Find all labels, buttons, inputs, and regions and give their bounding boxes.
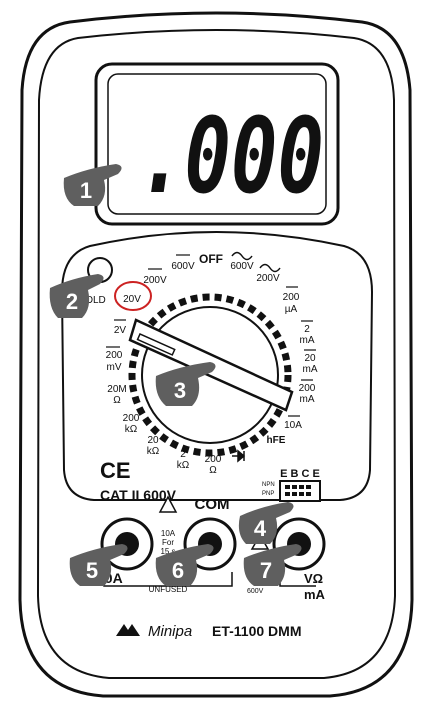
diode-icon xyxy=(232,449,246,463)
brand-bar: Minipa ET-1100 DMM xyxy=(116,623,301,640)
callout-5: 5 xyxy=(69,544,128,586)
svg-text:1: 1 xyxy=(80,178,92,203)
svg-text:4: 4 xyxy=(254,516,267,541)
com-label: COM xyxy=(195,496,230,513)
dial-200mv-value: 200 xyxy=(106,350,123,361)
dial-20k-value: 20 xyxy=(147,435,159,446)
dial-200v-dc: 200V xyxy=(143,275,167,286)
dc-symbols xyxy=(106,254,316,417)
svg-text:3: 3 xyxy=(174,378,186,403)
pnp-label: PNP xyxy=(262,491,274,497)
callout-3: 3 xyxy=(155,362,216,406)
callout-4: 4 xyxy=(238,502,294,544)
callout-1: 1 xyxy=(63,164,122,206)
lcd-reading: .000 xyxy=(138,95,324,217)
model-name: ET-1100 DMM xyxy=(212,623,301,639)
dial-off-label: OFF xyxy=(199,252,223,266)
dial-hfe-label: hFE xyxy=(267,435,286,446)
dial-200ua-unit: µA xyxy=(285,304,298,315)
dial-200ohm-unit: Ω xyxy=(209,465,217,476)
dial-20ma-value: 20 xyxy=(304,353,316,364)
dial-200v-ac: 200V xyxy=(256,273,280,284)
cat-rating: CAT II 600V xyxy=(100,487,177,503)
dial-20mohm-value: 20M xyxy=(107,384,126,395)
rotary-dial[interactable] xyxy=(128,293,294,457)
dial-2k-unit: kΩ xyxy=(177,460,190,471)
dial-20ma-unit: mA xyxy=(303,364,318,375)
dial-200ohm-value: 200 xyxy=(205,454,222,465)
warn-600v: 600V xyxy=(247,588,264,595)
svg-text:6: 6 xyxy=(172,558,184,583)
brand-name: Minipa xyxy=(148,623,192,640)
dial-2k-value: 2 xyxy=(180,449,186,460)
ce-mark: CE xyxy=(100,458,131,483)
dial-200mv-unit: mV xyxy=(107,362,122,373)
unfused-label: UNFUSED xyxy=(149,585,188,594)
dial-10a-label: 10A xyxy=(284,420,302,431)
vohm-label: VΩ xyxy=(304,571,323,586)
dial-2v-dc: 2V xyxy=(114,325,127,336)
svg-text:5: 5 xyxy=(86,558,98,583)
ac-symbol-icon xyxy=(231,251,253,261)
hfe-socket: E B C E NPN PNP xyxy=(262,468,321,502)
ma-label: mA xyxy=(304,587,326,602)
npn-label: NPN xyxy=(262,482,275,488)
dial-20v-dc: 20V xyxy=(123,294,141,305)
warn-for: For xyxy=(162,538,174,547)
svg-text:2: 2 xyxy=(66,289,78,314)
warning-icon xyxy=(158,495,178,513)
callout-2: 2 xyxy=(49,274,104,318)
minipa-logo-icon xyxy=(116,624,140,636)
svg-text:7: 7 xyxy=(260,558,272,583)
dial-600v-dc: 600V xyxy=(171,261,195,272)
callout-6: 6 xyxy=(155,544,214,586)
warn-15s: 15 s xyxy=(160,547,175,556)
dial-labels: OFF 600V 200V 20V 2V 200 mV 20M Ω 200 kΩ… xyxy=(106,251,318,476)
dial-200ma-unit: mA xyxy=(300,394,315,405)
hold-label: HOLD xyxy=(78,295,106,306)
dial-200ua-value: 200 xyxy=(283,292,300,303)
callout-7: 7 xyxy=(243,544,302,586)
dial-600v-ac: 600V xyxy=(230,261,254,272)
highlight-20v-circle xyxy=(114,281,152,311)
dial-200k-value: 200 xyxy=(123,413,140,424)
hfe-pin-labels: E B C E xyxy=(280,468,320,480)
dial-200k-unit: kΩ xyxy=(125,424,138,435)
ac-symbol-icon xyxy=(259,263,281,273)
dial-20k-unit: kΩ xyxy=(147,446,160,457)
warn-10a: 10A xyxy=(161,529,176,538)
dial-2ma-value: 2 xyxy=(304,324,310,335)
dial-20mohm-unit: Ω xyxy=(113,395,121,406)
lcd-display: .000 xyxy=(94,62,340,226)
dial-2ma-unit: mA xyxy=(300,335,315,346)
dial-200ma-value: 200 xyxy=(299,383,316,394)
